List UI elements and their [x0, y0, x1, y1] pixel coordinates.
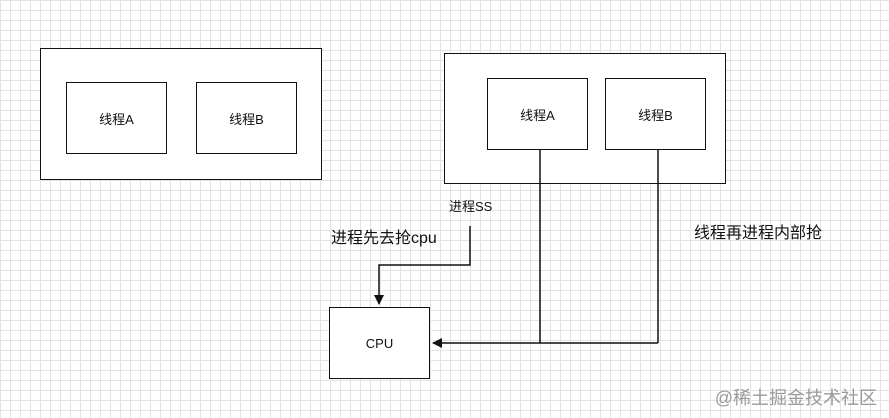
left-thread-a-box: 线程A: [66, 82, 167, 154]
thread-compete-annotation: 线程再进程内部抢: [694, 225, 823, 242]
process-compete-annotation: 进程先去抢cpu: [331, 230, 437, 247]
process-ss-label: 进程SS: [449, 199, 493, 214]
process-to-cpu-arrow: [374, 226, 471, 305]
left-thread-a-label: 线程A: [99, 111, 134, 127]
right-thread-a-label: 线程A: [520, 107, 555, 123]
right-thread-a-box: 线程A: [487, 78, 588, 150]
cpu-label: CPU: [365, 335, 394, 351]
cpu-box: CPU: [329, 307, 430, 379]
right-thread-b-label: 线程B: [638, 107, 673, 123]
right-thread-b-box: 线程B: [605, 78, 706, 150]
left-thread-b-label: 线程B: [229, 111, 264, 127]
left-thread-b-box: 线程B: [196, 82, 297, 154]
watermark-text: @稀土掘金技术社区: [714, 388, 877, 408]
